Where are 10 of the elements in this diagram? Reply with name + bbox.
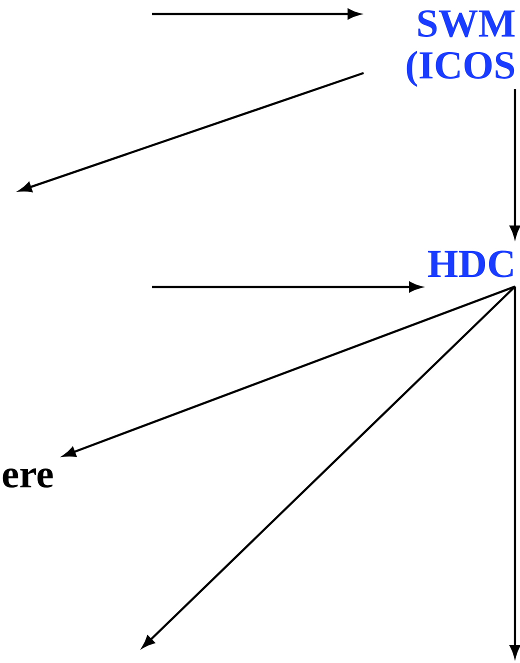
arrow [152, 8, 360, 20]
arrow [510, 89, 520, 238]
label-text: SWM (ICOS [406, 10, 515, 87]
arrow [510, 286, 520, 658]
arrow [152, 282, 422, 292]
label-text: ere [2, 468, 53, 488]
label-text: HDC [428, 250, 513, 278]
arrow [19, 72, 364, 192]
arrow [63, 286, 516, 457]
arrow [142, 286, 516, 648]
